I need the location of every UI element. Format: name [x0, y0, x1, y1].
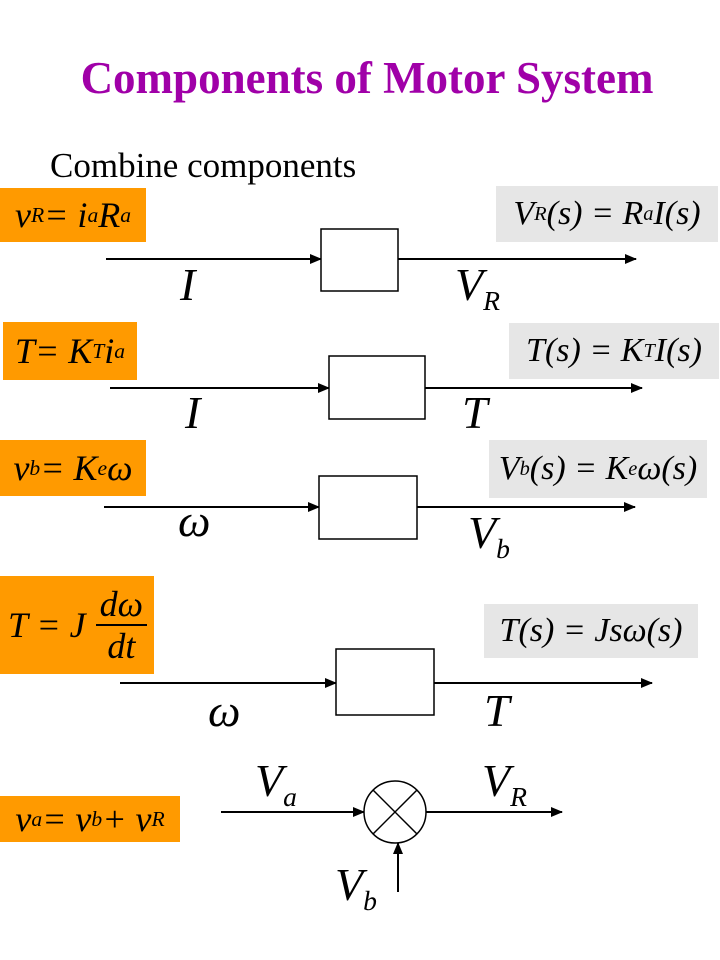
- input-signal-torque: I: [185, 387, 201, 438]
- block-resistor: [320, 228, 399, 292]
- output-signal-inertia: T: [484, 685, 510, 736]
- output-signal-resistor: VR: [455, 259, 500, 317]
- block-torque-constant: [328, 355, 426, 420]
- page-title: Components of Motor System: [80, 53, 654, 103]
- output-signal-back-emf: Vb: [468, 507, 510, 565]
- s-domain-equation-inertia: T(s) = Jsω(s): [484, 604, 698, 658]
- input-signal-resistor: I: [180, 259, 196, 310]
- subtitle: Combine components: [50, 146, 357, 185]
- output-signal-torque: T: [462, 387, 488, 438]
- input-signal-back-emf: ω: [178, 495, 211, 546]
- block-back-emf-constant: [318, 475, 418, 540]
- output-signal-resistor-voltage: VR: [482, 755, 527, 813]
- feedback-signal-back-emf: Vb: [335, 859, 377, 917]
- input-signal-inertia: ω: [208, 685, 241, 736]
- input-signal-applied-voltage: Va: [255, 755, 297, 813]
- summing-cross-b: [372, 789, 418, 835]
- block-inertia: [335, 648, 435, 716]
